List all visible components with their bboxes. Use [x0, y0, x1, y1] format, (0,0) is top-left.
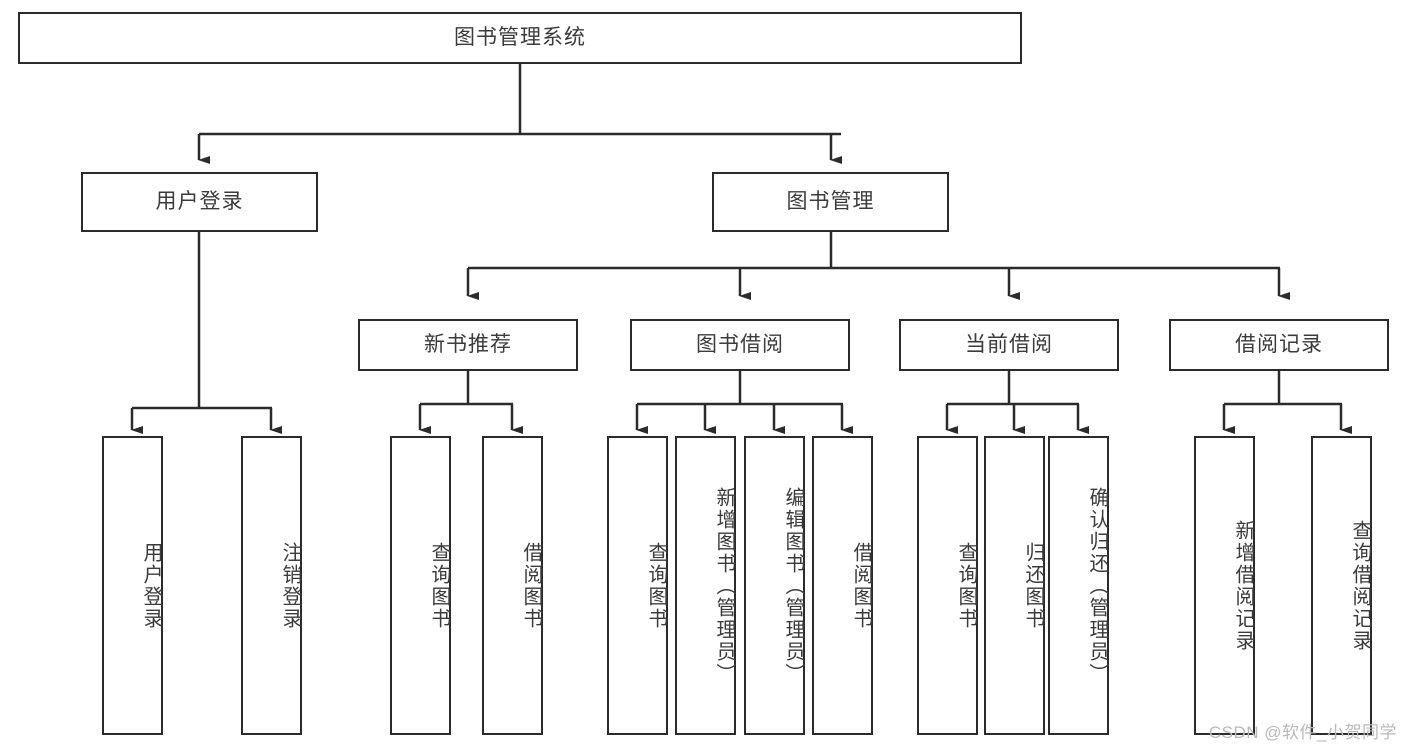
- watermark: CSDN @软件_小贺同学: [1208, 723, 1397, 742]
- node-borrow-record[interactable]: 借阅记录: [1169, 319, 1389, 371]
- node-user-login-label: 用户登录: [155, 189, 244, 213]
- leaf-confirm-return[interactable]: 确认归还（管理员）: [1048, 436, 1109, 735]
- leaf-query-record-label: 查询借阅记录: [1349, 519, 1371, 652]
- leaf-user-login[interactable]: 用户登录: [102, 436, 163, 735]
- node-borrow-record-label: 借阅记录: [1235, 332, 1323, 356]
- leaf-query-book-3[interactable]: 查询图书: [917, 436, 978, 735]
- leaf-logout[interactable]: 注销登录: [241, 436, 302, 735]
- leaf-query-book-1[interactable]: 查询图书: [390, 436, 451, 735]
- leaf-user-login-label: 用户登录: [140, 541, 162, 630]
- node-root-label: 图书管理系统: [454, 25, 586, 49]
- leaf-borrow-book-1[interactable]: 借阅图书: [482, 436, 543, 735]
- leaf-return-book[interactable]: 归还图书: [984, 436, 1045, 735]
- leaf-query-record[interactable]: 查询借阅记录: [1311, 436, 1372, 735]
- leaf-query-book-2-label: 查询图书: [645, 541, 667, 630]
- leaf-add-record[interactable]: 新增借阅记录: [1194, 436, 1255, 735]
- leaf-query-book-2[interactable]: 查询图书: [607, 436, 668, 735]
- node-current-borrow-label: 当前借阅: [965, 332, 1053, 356]
- node-new-book-recommend[interactable]: 新书推荐: [358, 319, 578, 371]
- leaf-add-record-label: 新增借阅记录: [1232, 519, 1254, 652]
- leaf-edit-book-label: 编辑图书（管理员）: [782, 486, 804, 685]
- node-book-manage-label: 图书管理: [786, 189, 875, 213]
- node-root[interactable]: 图书管理系统: [18, 12, 1022, 64]
- leaf-confirm-return-label: 确认归还（管理员）: [1086, 486, 1108, 685]
- node-book-borrow-label: 图书借阅: [696, 332, 784, 356]
- leaf-borrow-book-1-label: 借阅图书: [520, 541, 542, 630]
- leaf-edit-book[interactable]: 编辑图书（管理员）: [744, 436, 805, 735]
- leaf-borrow-book-2-label: 借阅图书: [850, 541, 872, 630]
- node-user-login[interactable]: 用户登录: [81, 172, 318, 232]
- leaf-add-book[interactable]: 新增图书（管理员）: [675, 436, 736, 735]
- leaf-query-book-3-label: 查询图书: [955, 541, 977, 630]
- node-new-book-recommend-label: 新书推荐: [424, 332, 512, 356]
- node-current-borrow[interactable]: 当前借阅: [899, 319, 1119, 371]
- leaf-borrow-book-2[interactable]: 借阅图书: [812, 436, 873, 735]
- node-book-manage[interactable]: 图书管理: [712, 172, 949, 232]
- leaf-query-book-1-label: 查询图书: [428, 541, 450, 630]
- leaf-logout-label: 注销登录: [279, 541, 301, 630]
- node-book-borrow[interactable]: 图书借阅: [630, 319, 850, 371]
- leaf-return-book-label: 归还图书: [1022, 541, 1044, 630]
- leaf-add-book-label: 新增图书（管理员）: [713, 486, 735, 685]
